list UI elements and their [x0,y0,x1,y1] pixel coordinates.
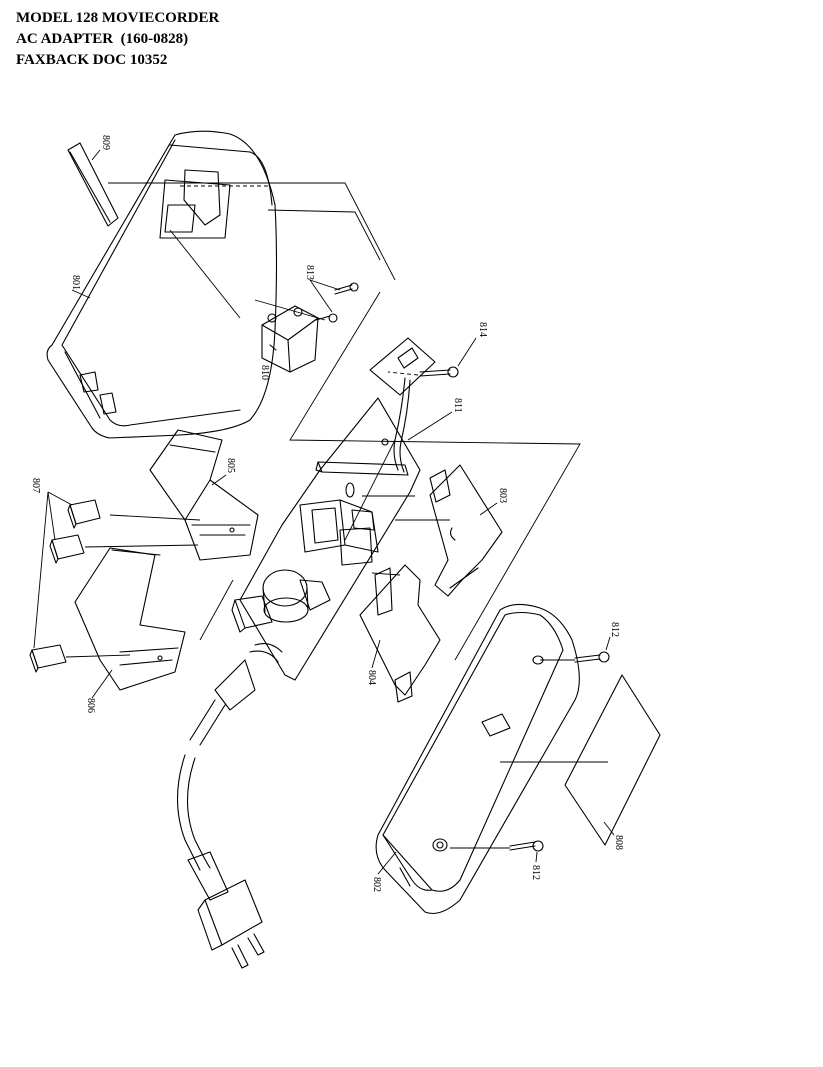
main-circuit-board [231,397,421,681]
label-812-upper: 812 [609,622,620,637]
label-801: 801 [70,275,81,290]
adapter-title: AC ADAPTER (160-0828) [16,31,189,47]
model-title: MODEL 128 MOVIECORDER [16,10,220,26]
document-header: MODEL 128 MOVIECORDER AC ADAPTER (160-08… [16,8,219,71]
part-802-bottom-housing [375,603,580,915]
label-803: 803 [497,488,508,503]
assembly-alignment-lines [65,182,608,849]
part-805-bracket [149,429,259,561]
label-811: 811 [452,398,463,413]
part-812-screws [509,651,610,852]
label-810: 810 [259,365,270,380]
label-804: 804 [366,670,377,685]
label-814: 814 [477,322,488,337]
label-812-lower: 812 [530,865,541,880]
label-805: 805 [225,458,236,473]
part-808-label-sheet [564,674,661,846]
label-807: 807 [30,478,41,493]
part-807-clips [29,491,101,673]
label-806: 806 [85,698,96,713]
part-801-top-housing [46,130,278,439]
part-804-board [359,564,441,703]
label-809: 809 [100,135,111,150]
label-808: 808 [613,835,624,850]
part-806-bracket [74,547,186,691]
power-cord-and-plug [176,659,265,969]
part-803-board [429,464,503,597]
part-809-label-plate [67,142,119,227]
label-813: 813 [304,265,315,280]
part-814-screw [369,337,459,396]
part-810-switch [261,305,319,373]
part-labels: 801 809 813 810 814 811 805 807 803 806 … [30,135,624,892]
label-802: 802 [371,877,382,892]
faxback-doc-number: FAXBACK DOC 10352 [16,52,168,68]
